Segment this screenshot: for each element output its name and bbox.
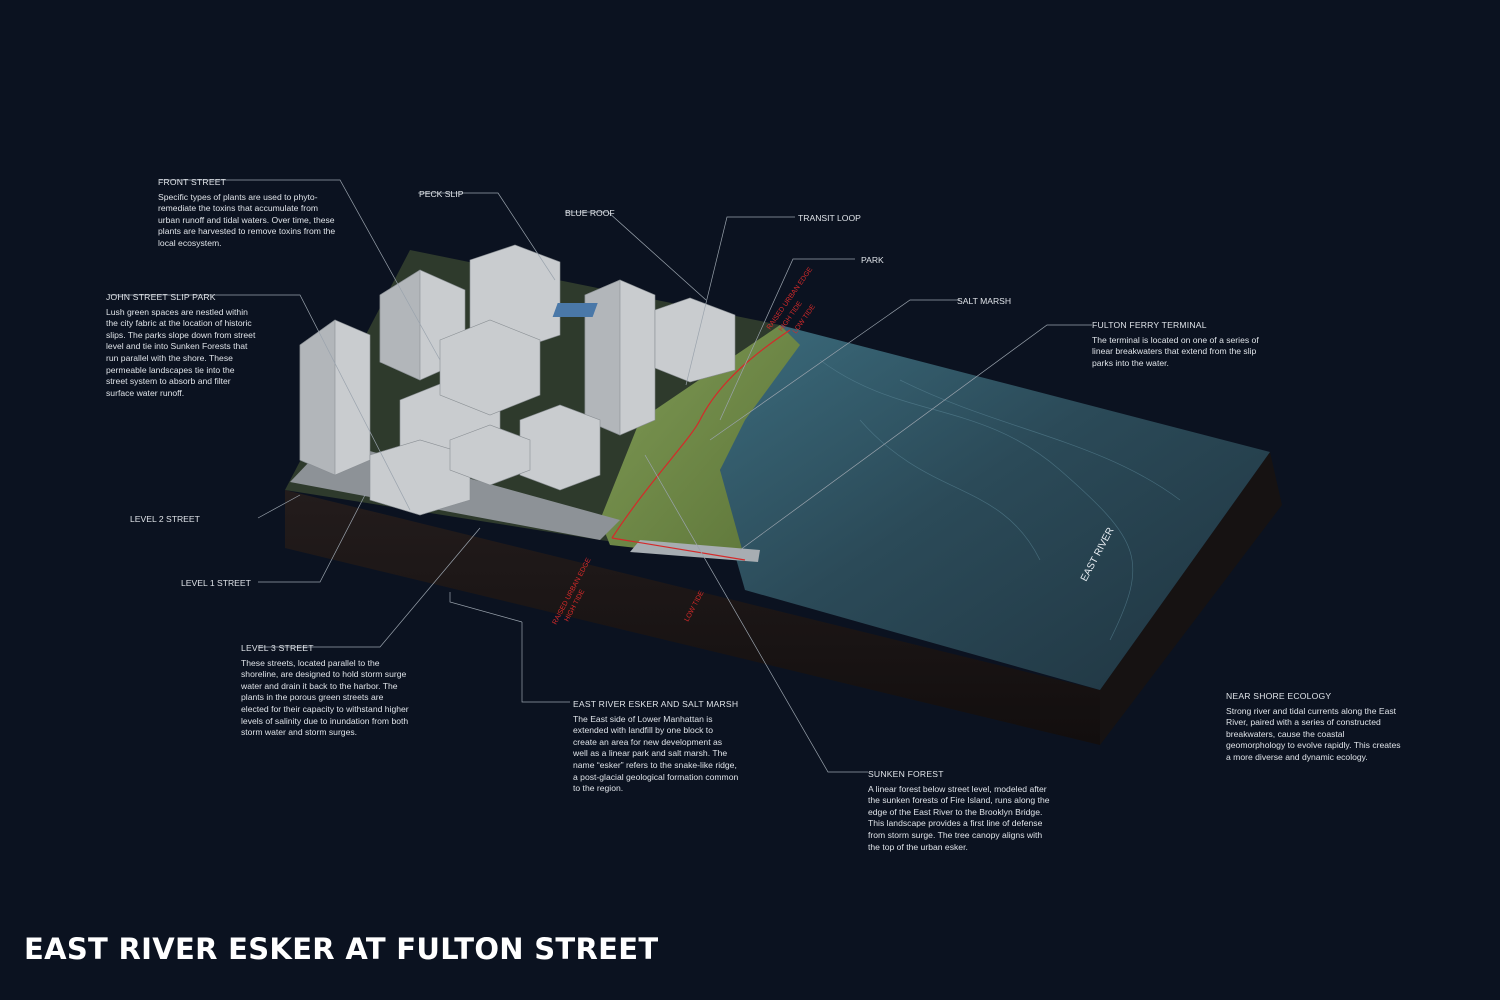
label-level2-street: LEVEL 2 STREET <box>130 514 200 524</box>
note-john-street-slip-park: JOHN STREET SLIP PARK Lush green spaces … <box>106 292 256 399</box>
label-park: PARK <box>861 255 884 265</box>
note-front-street: FRONT STREET Specific types of plants ar… <box>158 177 340 250</box>
page-title: EAST RIVER ESKER AT FULTON STREET <box>24 932 659 966</box>
note-near-shore-body: Strong river and tidal currents along th… <box>1226 705 1401 762</box>
note-front-street-body: Specific types of plants are used to phy… <box>158 191 336 248</box>
water-currents <box>819 359 1181 641</box>
note-fulton-ferry-terminal: FULTON FERRY TERMINAL The terminal is lo… <box>1092 320 1262 369</box>
label-level1-street: LEVEL 1 STREET <box>181 578 251 588</box>
note-fulton-ferry-title: FULTON FERRY TERMINAL <box>1092 320 1207 330</box>
note-john-street-title: JOHN STREET SLIP PARK <box>106 292 216 302</box>
label-salt-marsh: SALT MARSH <box>957 296 1012 306</box>
note-esker-body: The East side of Lower Manhattan is exte… <box>573 713 739 794</box>
city-blocks <box>299 244 736 516</box>
note-esker-title: EAST RIVER ESKER AND SALT MARSH <box>573 699 739 709</box>
model-front-face <box>285 490 1100 745</box>
note-fulton-ferry-body: The terminal is located on one of a seri… <box>1092 334 1259 368</box>
label-peck-slip: PECK SLIP <box>419 189 464 199</box>
salt-marsh-strip <box>600 325 800 560</box>
label-transit-loop: TRANSIT LOOP <box>798 213 861 223</box>
note-near-shore-title: NEAR SHORE ECOLOGY <box>1226 691 1332 701</box>
note-sunken-forest: SUNKEN FOREST A linear forest below stre… <box>868 769 1056 853</box>
tide-edge-line <box>611 329 791 561</box>
note-john-street-body: Lush green spaces are nestled within the… <box>106 306 256 398</box>
note-level3-body: These streets, located parallel to the s… <box>241 657 409 738</box>
water-surface <box>720 325 1270 690</box>
note-sunken-forest-body: A linear forest below street level, mode… <box>868 783 1050 852</box>
model-right-face <box>1100 452 1282 745</box>
note-near-shore-ecology: NEAR SHORE ECOLOGY Strong river and tida… <box>1226 691 1402 764</box>
blue-roof <box>552 303 598 317</box>
note-esker-salt-marsh: EAST RIVER ESKER AND SALT MARSH The East… <box>573 699 739 795</box>
note-level3-street: LEVEL 3 STREET These streets, located pa… <box>241 643 409 739</box>
note-sunken-forest-title: SUNKEN FOREST <box>868 769 944 779</box>
leader-lines <box>110 179 1092 773</box>
label-blue-roof: BLUE ROOF <box>565 208 615 218</box>
note-level3-title: LEVEL 3 STREET <box>241 643 314 653</box>
note-front-street-title: FRONT STREET <box>158 177 227 187</box>
